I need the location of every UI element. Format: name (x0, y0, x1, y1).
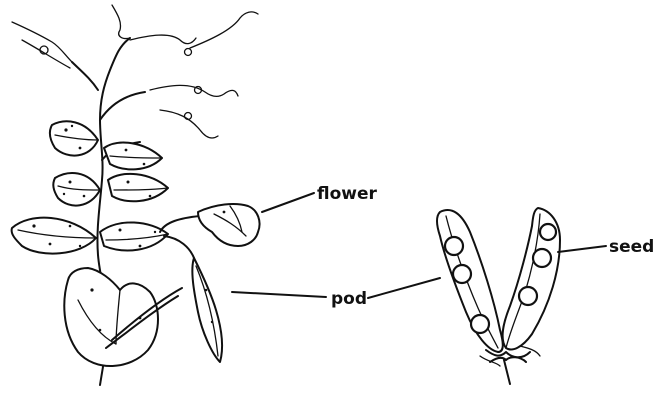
seed-right-1 (540, 224, 556, 240)
seed-left-3 (471, 315, 489, 333)
pod-calyx (486, 350, 530, 384)
label-flower: flower (317, 184, 378, 204)
tendrils (12, 5, 258, 138)
label-seed: seed (609, 237, 654, 257)
hanging-pod (192, 258, 222, 362)
pod-leader-line-left (232, 292, 326, 297)
seed-right-2 (533, 249, 551, 267)
seed-left-1 (445, 237, 463, 255)
label-pod: pod (331, 289, 367, 309)
flower (198, 204, 260, 246)
seed-left-2 (453, 265, 471, 283)
pod-valve-left (437, 210, 503, 352)
flower-leader-line (262, 193, 314, 212)
leaf (108, 174, 168, 201)
open-pod-illustration (437, 208, 560, 384)
seed-leader-line (558, 246, 606, 252)
seed-right-3 (519, 287, 537, 305)
pea-plant-illustration (12, 5, 260, 385)
stipule (64, 268, 158, 366)
pod-leader-line-right (368, 278, 440, 298)
